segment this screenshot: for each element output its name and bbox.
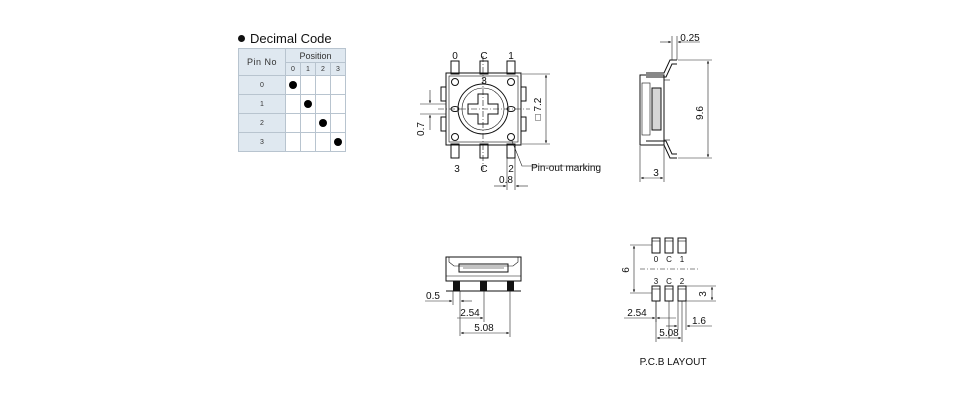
front-body-detail bbox=[448, 257, 519, 267]
pin-lead bbox=[479, 60, 489, 75]
callout-text: Pin-out marking bbox=[531, 163, 601, 174]
pin-label: 0 bbox=[452, 51, 458, 62]
pin-label: C bbox=[480, 51, 487, 62]
selected-position-dot bbox=[334, 137, 342, 146]
front-lead bbox=[453, 281, 460, 291]
body-tab bbox=[440, 116, 447, 132]
decimal-code-table: Pin No Position 0 1 2 3 0 1 2 bbox=[238, 48, 346, 152]
dimension-height: 9.6 bbox=[695, 106, 706, 120]
position-cell bbox=[285, 94, 301, 114]
pcb-pad bbox=[651, 285, 661, 302]
bullet-icon bbox=[238, 35, 245, 43]
pcb-pad bbox=[664, 237, 674, 254]
dimension-span: 5.08 bbox=[474, 323, 494, 334]
pin-lead bbox=[450, 143, 460, 159]
selected-position-dot bbox=[289, 80, 297, 89]
decimal-code-block: Decimal Code Pin No Position 0 1 2 3 0 1 bbox=[238, 30, 348, 152]
position-column-header: 2 bbox=[315, 62, 331, 76]
front-body bbox=[445, 256, 522, 282]
pcb-pad bbox=[651, 237, 661, 254]
front-lead bbox=[480, 281, 487, 291]
pin-label: 3 bbox=[454, 164, 460, 175]
pad-label: C bbox=[666, 255, 672, 264]
dimension-pitch: 2.54 bbox=[627, 308, 647, 319]
pin-label: C bbox=[480, 164, 487, 175]
marking-digit: 3 bbox=[481, 76, 487, 87]
dimension-lead: 0.25 bbox=[680, 33, 700, 44]
position-cell bbox=[330, 132, 346, 152]
corner-hole bbox=[507, 78, 515, 86]
top-view: 0 C 1 3 C 2 3 □ 7.2 0.7 0.8 Pin-out mark… bbox=[416, 51, 601, 190]
side-lead bbox=[646, 63, 677, 78]
body-tab bbox=[440, 86, 447, 102]
dimension-pitch: 0.8 bbox=[499, 175, 513, 186]
pcb-pad bbox=[664, 285, 674, 302]
pin-number-cell: 3 bbox=[238, 132, 286, 152]
dimension-lead-width: 0.5 bbox=[426, 291, 440, 302]
position-cell bbox=[315, 75, 331, 95]
pin-lead bbox=[506, 143, 516, 159]
pad-label: C bbox=[666, 277, 672, 286]
pin-number-header: Pin No bbox=[238, 48, 286, 76]
pcb-pad bbox=[677, 285, 687, 302]
position-cell bbox=[315, 94, 331, 114]
pin-number-cell: 0 bbox=[238, 75, 286, 95]
position-cell bbox=[300, 94, 316, 114]
pin-lead bbox=[506, 60, 516, 75]
selected-position-dot bbox=[304, 99, 312, 108]
dimension-depth: 3 bbox=[653, 168, 659, 179]
dimension-pad-width: 1.6 bbox=[692, 316, 706, 327]
position-cell bbox=[285, 75, 301, 95]
pad-label: 1 bbox=[680, 255, 685, 264]
dimension-span: 5.08 bbox=[659, 328, 679, 339]
cross-slot bbox=[467, 93, 499, 125]
pcb-layout: 0 C 1 3 C 2 6 3 2.54 1.6 5.08 P.C.B LAYO bbox=[621, 237, 716, 368]
pin-label: 2 bbox=[508, 164, 514, 175]
table-row: 0 bbox=[238, 75, 346, 95]
pin-lead bbox=[479, 143, 489, 159]
callout-leader bbox=[511, 140, 600, 167]
dimension-pitch: 2.54 bbox=[460, 308, 480, 319]
body-tab bbox=[520, 86, 527, 102]
corner-hole bbox=[451, 133, 459, 141]
side-actuator bbox=[651, 87, 662, 131]
corner-hole bbox=[451, 78, 459, 86]
pin-number-cell: 2 bbox=[238, 113, 286, 133]
pad-label: 0 bbox=[654, 255, 659, 264]
position-cell bbox=[330, 94, 346, 114]
pin-label: 1 bbox=[508, 51, 514, 62]
selected-position-dot bbox=[319, 118, 327, 127]
side-body bbox=[639, 74, 665, 146]
pcb-layout-caption: P.C.B LAYOUT bbox=[640, 357, 707, 368]
side-lead bbox=[646, 140, 677, 155]
position-cell bbox=[285, 132, 301, 152]
dimension-pad-length: 3 bbox=[698, 291, 709, 297]
dimension-size: □ 7.2 bbox=[533, 97, 544, 120]
pad-label: 3 bbox=[654, 277, 659, 286]
front-recess bbox=[458, 263, 509, 273]
decimal-code-title: Decimal Code bbox=[238, 30, 348, 47]
side-view: 0.25 9.6 3 bbox=[639, 33, 712, 182]
pcb-pad bbox=[677, 237, 687, 254]
front-lead bbox=[507, 281, 514, 291]
pad-label: 2 bbox=[680, 277, 685, 286]
body-tab bbox=[520, 116, 527, 132]
dimension-offset: 0.7 bbox=[416, 122, 427, 136]
decimal-code-title-text: Decimal Code bbox=[250, 31, 332, 46]
table-row: 3 bbox=[238, 132, 346, 152]
corner-hole bbox=[507, 133, 515, 141]
position-cell bbox=[330, 75, 346, 95]
dimension-row-spacing: 6 bbox=[621, 267, 632, 273]
side-body-detail bbox=[641, 82, 651, 136]
position-column-header: 0 bbox=[285, 62, 301, 76]
side-lead bbox=[646, 59, 677, 74]
side-lead bbox=[646, 144, 677, 159]
front-view: 0.5 2.54 5.08 bbox=[425, 256, 522, 337]
pin-lead bbox=[450, 60, 460, 75]
position-header: Position bbox=[285, 48, 346, 63]
table-row: 1 bbox=[238, 94, 346, 114]
